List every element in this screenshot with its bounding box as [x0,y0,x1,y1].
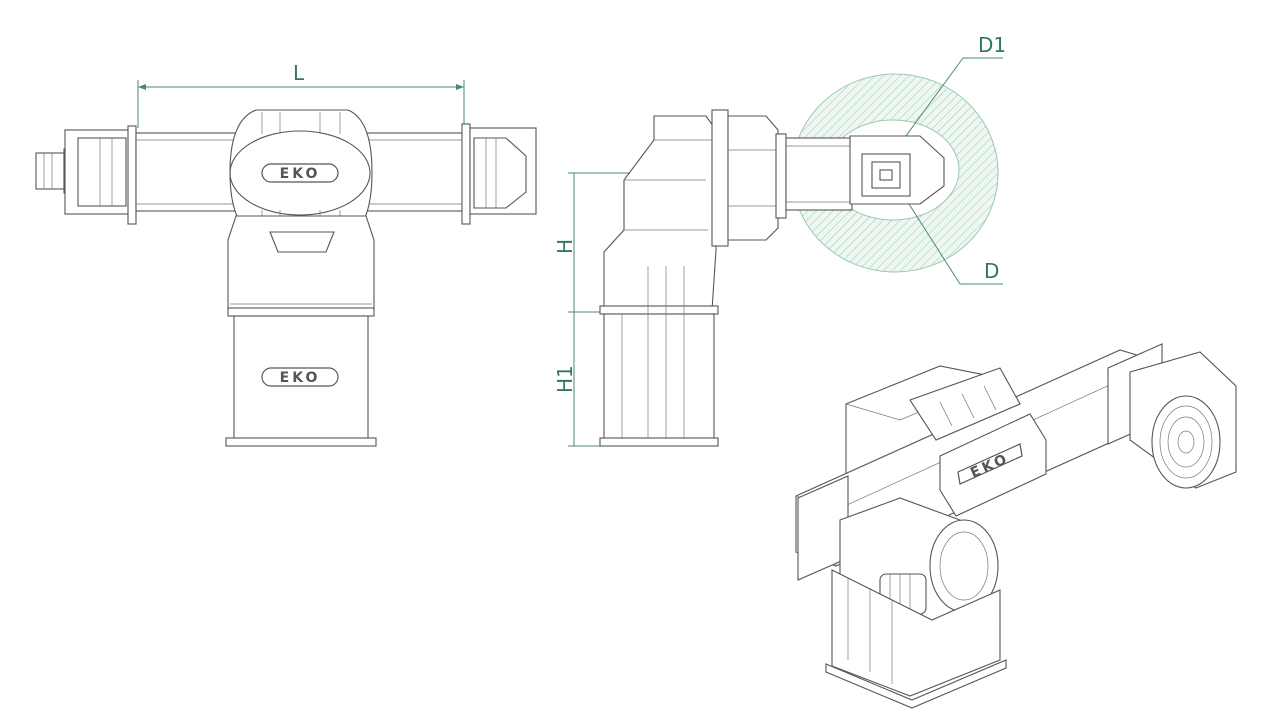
dimension-l: L [137,61,465,128]
front-view: L [35,61,537,447]
side-arm [785,135,945,211]
logo-badge-top [261,163,339,183]
pedestal-upper [227,215,375,311]
iso-logo-badge [957,443,1023,485]
side-flange [711,109,787,247]
iso-right-end [1107,343,1237,489]
logo-text-top: EKO [280,166,321,182]
side-column [599,115,719,447]
iso-pedestal-front [825,569,1007,709]
logo-badge-bottom [261,367,339,387]
dimension-d1: D1 [869,33,1006,186]
pedestal-lower: EKO [225,307,377,447]
center-plate: EKO [229,109,373,237]
dimension-label-h1: H1 [553,365,577,393]
dimension-label-d1: D1 [978,33,1006,57]
dimension-label-d: D [984,259,999,283]
right-end-plate [461,123,537,225]
dimension-h1: H1 [553,312,604,447]
side-view: D1 D H H1 [553,33,1006,447]
dimension-d: D [899,189,1003,285]
dimension-label-h: H [553,239,577,254]
logo-text-bottom: EKO [280,370,321,386]
dimension-label-l: L [293,61,305,85]
isometric-view: EKO [795,343,1237,709]
left-end-plate [64,125,137,225]
